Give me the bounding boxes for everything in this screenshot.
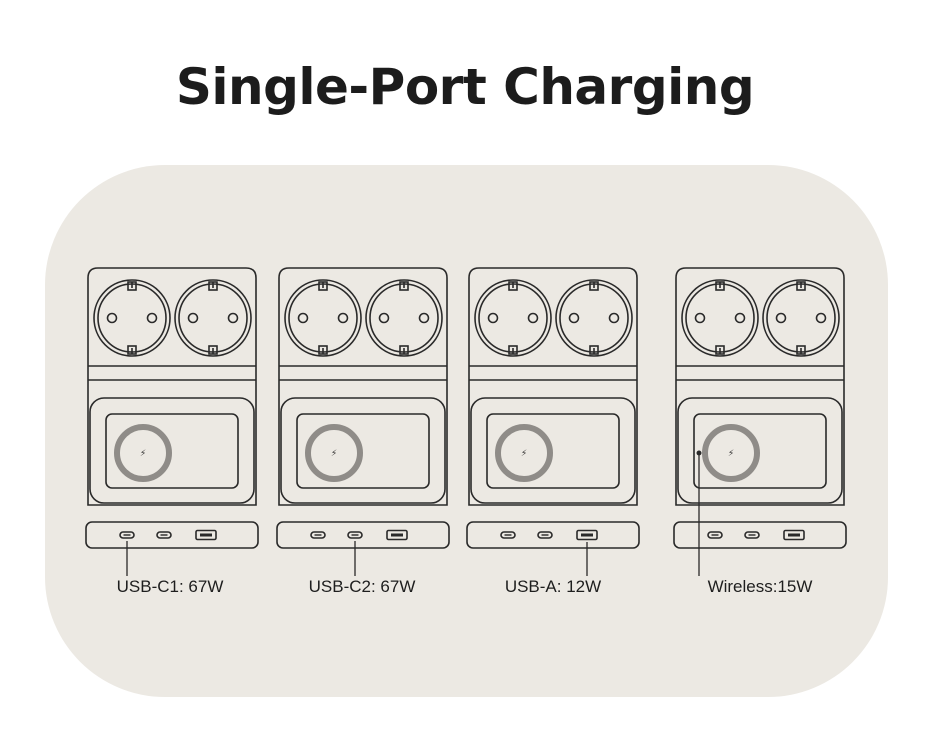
device-body: [468, 267, 638, 506]
socket-outlet: [681, 279, 759, 357]
usb-c-port: [537, 531, 553, 539]
pin-hole: [227, 312, 239, 324]
pin-hole: [694, 312, 706, 324]
wireless-pad: [105, 413, 239, 489]
wireless-pad-frame: [677, 397, 843, 504]
socket-outlet: [365, 279, 443, 357]
device-usb-c2: ⚡: [276, 267, 450, 576]
socket-rim: [284, 279, 362, 357]
socket-outlet: [555, 279, 633, 357]
socket-outlet: [93, 279, 171, 357]
device-usb-a: ⚡: [466, 267, 640, 576]
wireless-pad: [486, 413, 620, 489]
device-body: [675, 267, 845, 506]
usb-c-port: [347, 531, 363, 539]
usb-a-port: [783, 529, 805, 541]
wireless-coil-ring: [495, 424, 553, 482]
label-usb-c1: USB-C1: 67W: [116, 577, 224, 596]
wireless-pad-frame: [89, 397, 255, 504]
pin-hole: [297, 312, 309, 324]
wireless-coil-ring: [305, 424, 363, 482]
wireless-icon: ⚡: [331, 449, 337, 459]
socket-rim: [93, 279, 171, 357]
pin-hole: [734, 312, 746, 324]
usb-c-port: [119, 531, 135, 539]
pin-hole: [378, 312, 390, 324]
usb-port-bar: [673, 521, 847, 549]
device-body: [87, 267, 257, 506]
usb-a-port: [195, 529, 217, 541]
wireless-icon: ⚡: [140, 449, 146, 459]
socket-outlet: [762, 279, 840, 357]
socket-rim: [762, 279, 840, 357]
wireless-pad: [693, 413, 827, 489]
pin-hole: [418, 312, 430, 324]
usb-a-port: [386, 529, 408, 541]
wireless-pad-frame: [470, 397, 636, 504]
usb-port-bar: [85, 521, 259, 549]
label-wireless: Wireless:15W: [707, 577, 813, 596]
device-wireless: ⚡: [673, 267, 847, 576]
usb-c-port: [500, 531, 516, 539]
pin-hole: [146, 312, 158, 324]
wireless-coil-ring: [702, 424, 760, 482]
label-usb-a: USB-A: 12W: [504, 577, 602, 596]
usb-c-port: [744, 531, 760, 539]
socket-rim: [681, 279, 759, 357]
usb-c-port: [707, 531, 723, 539]
usb-c-port: [156, 531, 172, 539]
socket-rim: [474, 279, 552, 357]
socket-rim: [174, 279, 252, 357]
wireless-pad-frame: [280, 397, 446, 504]
pin-hole: [775, 312, 787, 324]
pin-hole: [337, 312, 349, 324]
device-body: [278, 267, 448, 506]
usb-c-port: [310, 531, 326, 539]
wireless-coil-ring: [114, 424, 172, 482]
socket-outlet: [174, 279, 252, 357]
label-usb-c2: USB-C2: 67W: [308, 577, 416, 596]
socket-outlet: [284, 279, 362, 357]
wireless-icon: ⚡: [521, 449, 527, 459]
wireless-icon: ⚡: [728, 449, 734, 459]
socket-outlet: [474, 279, 552, 357]
device-usb-c1: ⚡: [85, 267, 259, 576]
socket-rim: [555, 279, 633, 357]
usb-port-bar: [276, 521, 450, 549]
socket-rim: [365, 279, 443, 357]
page-title: Single-Port Charging: [175, 58, 755, 116]
wireless-pad: [296, 413, 430, 489]
usb-a-port: [576, 529, 598, 541]
pin-hole: [487, 312, 499, 324]
usb-port-bar: [466, 521, 640, 549]
pin-hole: [608, 312, 620, 324]
pin-hole: [527, 312, 539, 324]
pin-hole: [568, 312, 580, 324]
pin-hole: [106, 312, 118, 324]
pin-hole: [815, 312, 827, 324]
pin-hole: [187, 312, 199, 324]
